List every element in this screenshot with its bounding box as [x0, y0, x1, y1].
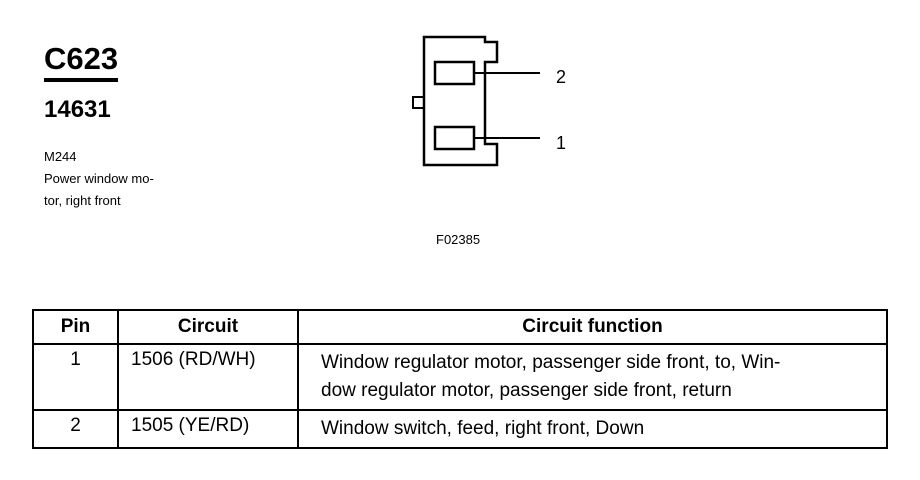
header-pin: Pin [32, 309, 119, 345]
pin-table: Pin Circuit Circuit function 1 1506 (RD/… [32, 309, 888, 449]
table-header-row: Pin Circuit Circuit function [32, 309, 888, 345]
header-circuit: Circuit [117, 309, 299, 345]
cell-circuit-function: Window regulator motor, passenger side f… [297, 343, 888, 411]
connector-id: C623 [44, 42, 119, 82]
cell-circuit: 1506 (RD/WH) [117, 343, 299, 411]
function-line: dow regulator motor, passenger side fron… [321, 380, 732, 401]
cell-pin: 1 [32, 343, 119, 411]
pin-cavity-2 [433, 60, 476, 86]
table-row: 2 1505 (YE/RD) Window switch, feed, righ… [32, 409, 888, 449]
description-line: M244 [44, 149, 77, 164]
description-line: Power window mo- [44, 171, 154, 186]
pin-label-2: 2 [556, 67, 566, 87]
description-line: tor, right front [44, 193, 121, 208]
part-number: 14631 [44, 96, 111, 123]
cell-pin: 2 [32, 409, 119, 449]
locking-tab [412, 96, 425, 109]
figure-code: F02385 [436, 232, 481, 247]
cell-circuit: 1505 (YE/RD) [117, 409, 299, 449]
table-row: 1 1506 (RD/WH) Window regulator motor, p… [32, 343, 888, 411]
function-line: Window switch, feed, right front, Down [321, 418, 645, 439]
header-circuit-function: Circuit function [297, 309, 888, 345]
connector-description: M244 Power window mo- tor, right front [44, 146, 214, 212]
connector-housing [422, 35, 499, 167]
pin-cavity-1 [433, 125, 476, 151]
connector-diagram: 2 1 [412, 35, 566, 167]
pin-label-1: 1 [556, 133, 566, 153]
function-line: Window regulator motor, passenger side f… [321, 352, 781, 373]
cell-circuit-function: Window switch, feed, right front, Down [297, 409, 888, 449]
